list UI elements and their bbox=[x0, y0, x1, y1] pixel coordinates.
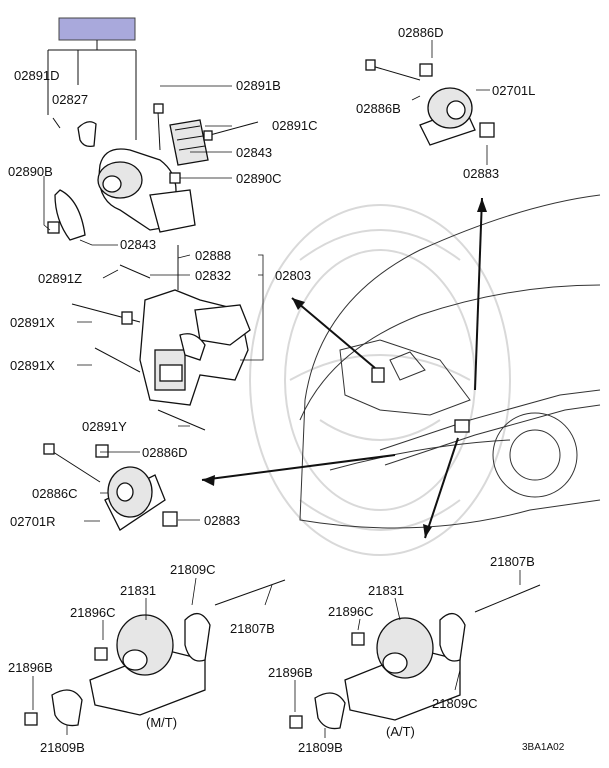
caption-at: (A/T) bbox=[386, 724, 415, 739]
label-02891Y: 02891Y bbox=[82, 419, 127, 434]
vehicle-outline bbox=[299, 194, 601, 529]
label-02886C: 02886C bbox=[32, 486, 78, 501]
part-labels: 02891D 02827 02890B 02843 02891B 02891C … bbox=[8, 25, 565, 755]
label-02883-top: 02883 bbox=[463, 166, 499, 181]
label-02886B: 02886B bbox=[356, 101, 401, 116]
label-02891B: 02891B bbox=[236, 78, 281, 93]
label-02891X-upper: 02891X bbox=[10, 315, 55, 330]
label-mt-21831: 21831 bbox=[120, 583, 156, 598]
label-02832: 02832 bbox=[195, 268, 231, 283]
label-02888: 02888 bbox=[195, 248, 231, 263]
label-mt-21896B: 21896B bbox=[8, 660, 53, 675]
caption-mt: (M/T) bbox=[146, 715, 177, 730]
callout-arrows bbox=[201, 197, 487, 539]
label-02891D: 02891D bbox=[14, 68, 60, 83]
label-02827: 02827 bbox=[52, 92, 88, 107]
label-mt-21807B: 21807B bbox=[230, 621, 275, 636]
label-at-21809C: 21809C bbox=[432, 696, 478, 711]
label-02891X-lower: 02891X bbox=[10, 358, 55, 373]
center-bracket-assembly bbox=[71, 245, 251, 431]
label-02701L: 02701L bbox=[492, 83, 535, 98]
left-mount-assembly bbox=[47, 103, 259, 241]
label-02803: 02803 bbox=[275, 268, 311, 283]
label-mt-21896C: 21896C bbox=[70, 605, 116, 620]
reference-code: 3BA1A02 bbox=[522, 742, 565, 753]
leader-lines bbox=[32, 40, 521, 738]
label-02890B: 02890B bbox=[8, 164, 53, 179]
label-at-21831: 21831 bbox=[368, 583, 404, 598]
label-at-21896C: 21896C bbox=[328, 604, 374, 619]
label-02701R: 02701R bbox=[10, 514, 56, 529]
header-bracket bbox=[47, 40, 137, 140]
label-02843-right: 02843 bbox=[236, 145, 272, 160]
label-02883-bottom: 02883 bbox=[204, 513, 240, 528]
label-02886D-top: 02886D bbox=[398, 25, 444, 40]
label-mt-21809C: 21809C bbox=[170, 562, 216, 577]
mt-mount-group bbox=[24, 579, 286, 727]
label-at-21896B: 21896B bbox=[268, 665, 313, 680]
label-mt-21809B: 21809B bbox=[40, 740, 85, 755]
label-02843-left: 02843 bbox=[120, 237, 156, 252]
label-02891Z: 02891Z bbox=[38, 271, 82, 286]
label-02891C: 02891C bbox=[272, 118, 318, 133]
label-at-21807B: 21807B bbox=[490, 554, 535, 569]
label-at-21809B: 21809B bbox=[298, 740, 343, 755]
right-mount bbox=[43, 443, 178, 531]
label-02890C: 02890C bbox=[236, 171, 282, 186]
label-02886D-bottom: 02886D bbox=[142, 445, 188, 460]
top-right-mount bbox=[365, 59, 495, 146]
at-mount-group bbox=[289, 584, 541, 730]
header-box bbox=[58, 17, 136, 41]
